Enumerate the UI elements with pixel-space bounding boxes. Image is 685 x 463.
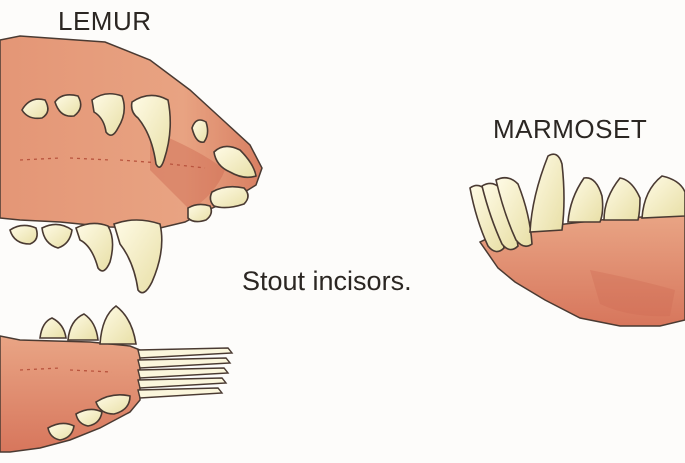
lemur-label: LEMUR [58, 6, 152, 37]
lemur-upper-incisor [210, 187, 248, 208]
lemur-lower-tooth [42, 224, 72, 248]
lemur-tooth-comb [138, 348, 232, 398]
marmoset-molar [642, 176, 685, 218]
lemur-lower-tooth [68, 314, 98, 340]
lemur-lower-tooth [10, 225, 37, 244]
marmoset-premolar [568, 178, 603, 222]
lemur-lower-canine [114, 220, 162, 293]
lemur-lower-tooth [40, 318, 66, 338]
lemur-mid-lower-teeth [10, 220, 162, 293]
lemur-lower-tooth [100, 306, 136, 344]
lemur-upper-incisor [188, 204, 211, 221]
marmoset-canine [530, 154, 564, 232]
lemur-upper-jaw [0, 36, 262, 228]
stout-incisors-caption: Stout incisors. [242, 266, 412, 297]
marmoset-jaw [470, 154, 685, 326]
marmoset-premolar [604, 178, 640, 220]
lemur-lower-jaw [0, 306, 232, 452]
lemur-lower-tooth [76, 223, 113, 270]
marmoset-label: MARMOSET [493, 114, 647, 145]
